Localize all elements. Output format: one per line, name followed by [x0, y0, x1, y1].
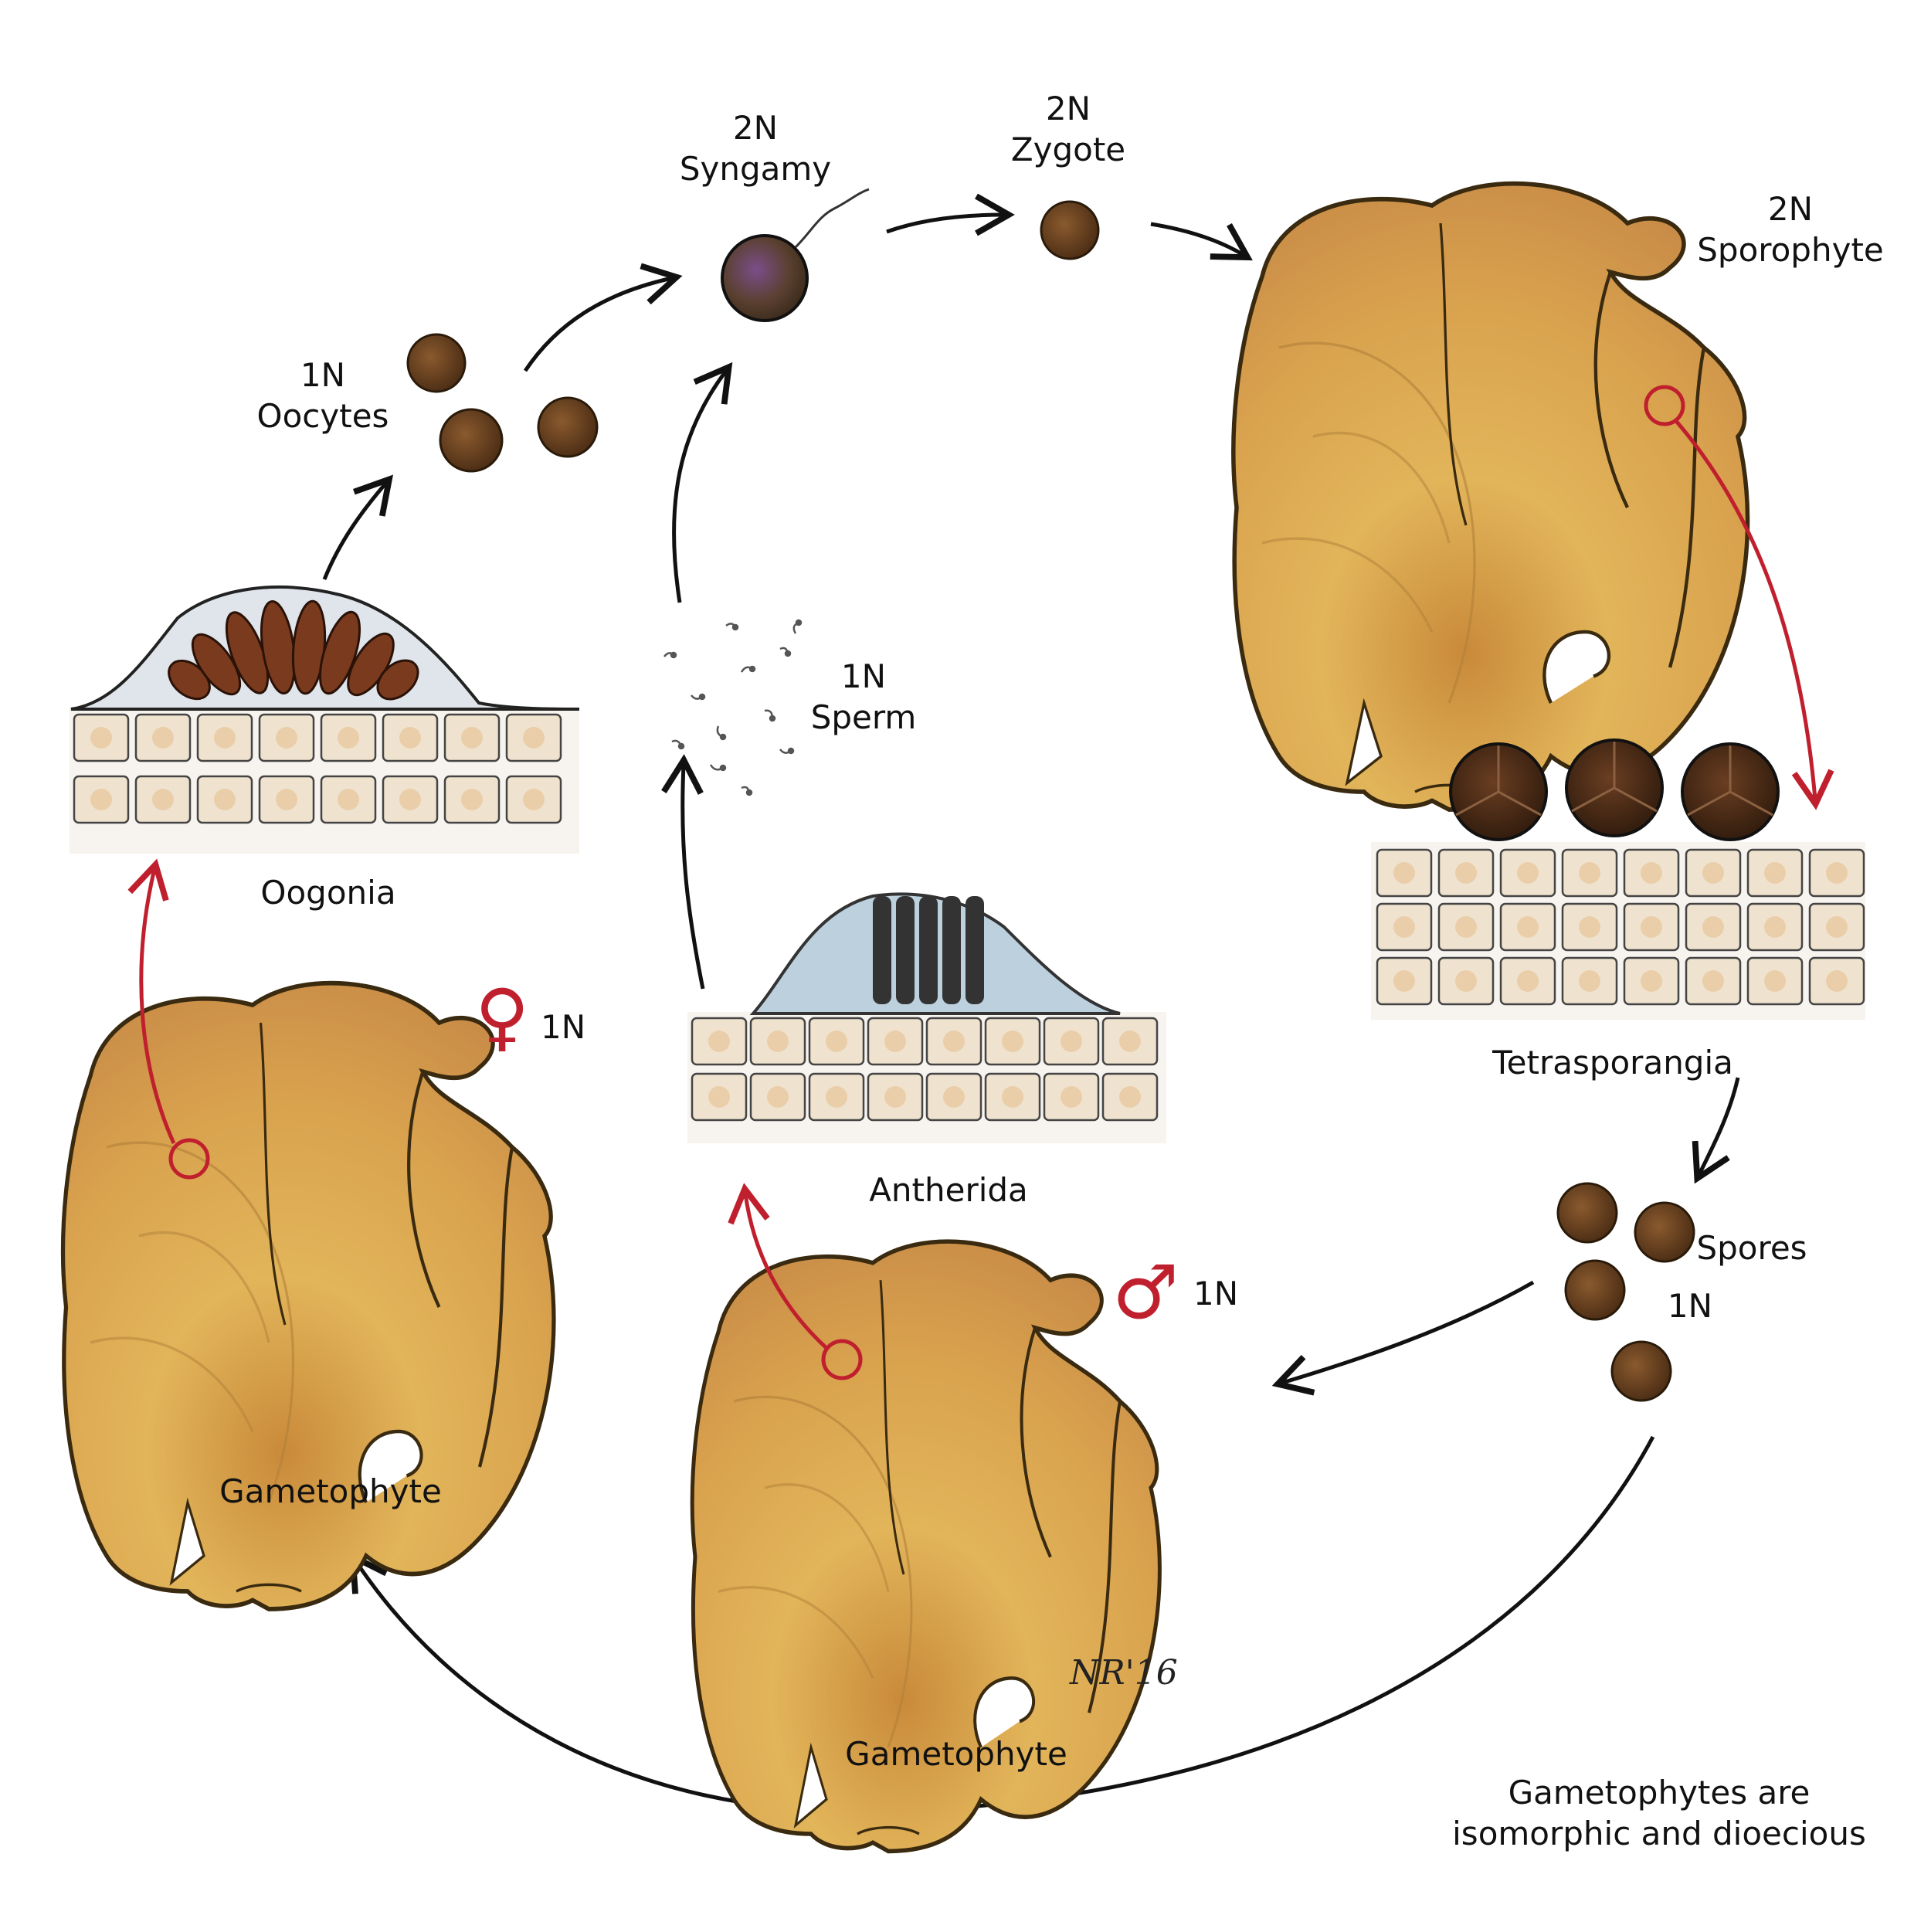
antherida-tissue — [687, 1012, 1166, 1143]
spore — [1610, 1340, 1672, 1402]
sperm-cluster — [663, 619, 803, 796]
syngamy-ploidy: 2N — [732, 109, 779, 147]
spore — [1634, 1201, 1695, 1263]
male-ploidy-label: 1N — [1193, 1275, 1239, 1312]
female-ploidy-label: 1N — [541, 1008, 586, 1046]
arrow-spores-to-male-gametophyte — [1271, 1280, 1535, 1396]
oocyte — [439, 408, 504, 473]
sporophyte-locator — [1644, 385, 1685, 426]
sporophyte-thallus — [1234, 184, 1748, 810]
sperm-name: Sperm — [810, 698, 917, 736]
female-gametophyte-thallus — [63, 983, 554, 1609]
sperm-tail — [794, 188, 870, 249]
zygote-label: 2N Zygote — [1011, 89, 1125, 170]
zygote-cell — [1040, 200, 1100, 260]
arrow-syngamy-to-zygote — [886, 193, 1015, 236]
spores-ploidy-label: 1N — [1667, 1287, 1713, 1325]
zygote-ploidy: 2N — [1045, 90, 1091, 127]
red-arrow-sporophyte-to-tetrasporangia — [1675, 419, 1834, 810]
tetrasporangium — [1681, 742, 1780, 841]
arrow-oogonia-to-oocytes — [322, 474, 394, 580]
male-symbol-icon: ♂ — [1112, 1249, 1179, 1336]
spores-label: Spores — [1696, 1229, 1807, 1267]
zygote-name: Zygote — [1010, 130, 1126, 168]
male-gametophyte-locator — [821, 1339, 863, 1380]
sperm-label: 1N Sperm — [811, 657, 917, 738]
oocytes-label: 1N Oocytes — [257, 355, 389, 436]
red-arrow-male-to-antherida — [728, 1183, 828, 1350]
oocyte — [537, 396, 599, 458]
tetrasporangia-tissue — [1371, 842, 1865, 1020]
spore — [1556, 1182, 1618, 1244]
male-gametophyte-label: Gametophyte — [845, 1735, 1067, 1773]
red-arrow-female-to-oogonia — [127, 858, 176, 1145]
oocytes-name: Oocytes — [256, 396, 389, 435]
sporophyte-name: Sporophyte — [1697, 230, 1884, 269]
arrow-antherida-to-sperm — [661, 754, 705, 990]
syngamy-label: 2N Syngamy — [680, 108, 831, 189]
arrow-tetrasporangia-to-spores — [1692, 1077, 1740, 1184]
note-line-2: isomorphic and dioecious — [1452, 1814, 1866, 1852]
sperm-ploidy: 1N — [840, 657, 887, 695]
syngamy-cell — [721, 234, 809, 322]
syngamy-name: Syngamy — [679, 149, 832, 188]
tetrasporangium — [1565, 739, 1664, 837]
female-gametophyte-locator — [168, 1138, 210, 1180]
note-line-1: Gametophytes are — [1508, 1774, 1811, 1811]
arrow-oocytes-to-syngamy — [523, 263, 683, 372]
female-symbol-icon: ♀ — [475, 973, 530, 1060]
artist-signature: NR'16 — [1070, 1653, 1178, 1693]
sporophyte-ploidy: 2N — [1767, 190, 1814, 228]
antherida-label: Antherida — [869, 1171, 1028, 1209]
tetrasporangia-label: Tetrasporangia — [1492, 1044, 1733, 1081]
note-label: Gametophytes are isomorphic and dioeciou… — [1452, 1773, 1866, 1854]
oogonia-label: Oogonia — [260, 874, 396, 912]
spore — [1564, 1259, 1626, 1321]
tetrasporangium — [1449, 742, 1548, 841]
antheridia-cells — [873, 896, 984, 1004]
female-gametophyte-label: Gametophyte — [219, 1472, 442, 1510]
oogonia-tissue — [70, 707, 579, 854]
oocytes-ploidy: 1N — [300, 356, 346, 394]
arrow-zygote-to-sporophyte — [1150, 222, 1253, 261]
oocyte — [406, 333, 467, 393]
sporophyte-label: 2N Sporophyte — [1697, 189, 1884, 270]
arrow-sperm-to-syngamy — [672, 362, 733, 603]
oogonia-cells — [168, 599, 419, 701]
